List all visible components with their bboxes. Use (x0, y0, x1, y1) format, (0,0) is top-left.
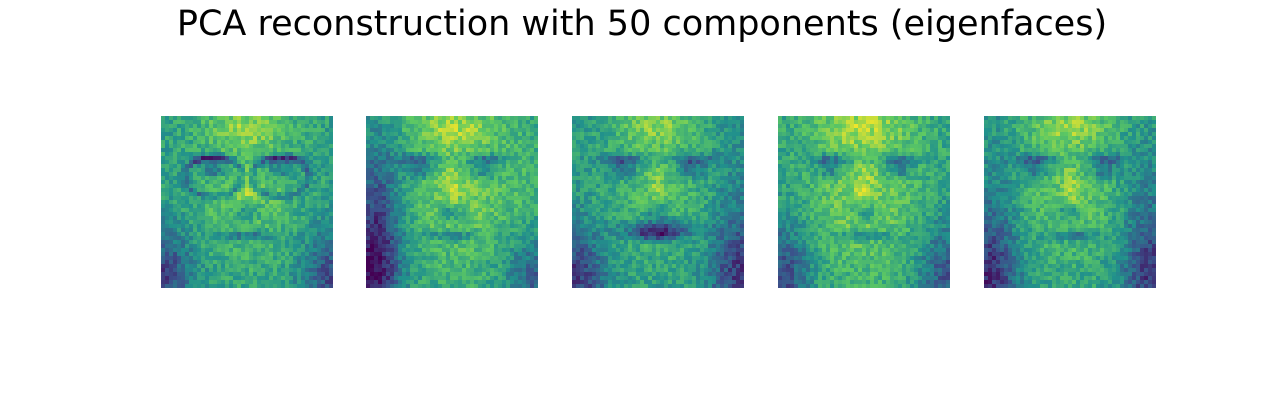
face-image-3 (572, 116, 744, 288)
face-image-5-pixels (984, 116, 1156, 288)
face-image-5 (984, 116, 1156, 288)
face-image-1 (161, 116, 333, 288)
face-image-3-pixels (572, 116, 744, 288)
figure-title: PCA reconstruction with 50 components (e… (176, 4, 1108, 44)
face-image-2-pixels (366, 116, 538, 288)
face-image-4 (778, 116, 950, 288)
face-image-1-pixels (161, 116, 333, 288)
face-image-4-pixels (778, 116, 950, 288)
face-image-2 (366, 116, 538, 288)
